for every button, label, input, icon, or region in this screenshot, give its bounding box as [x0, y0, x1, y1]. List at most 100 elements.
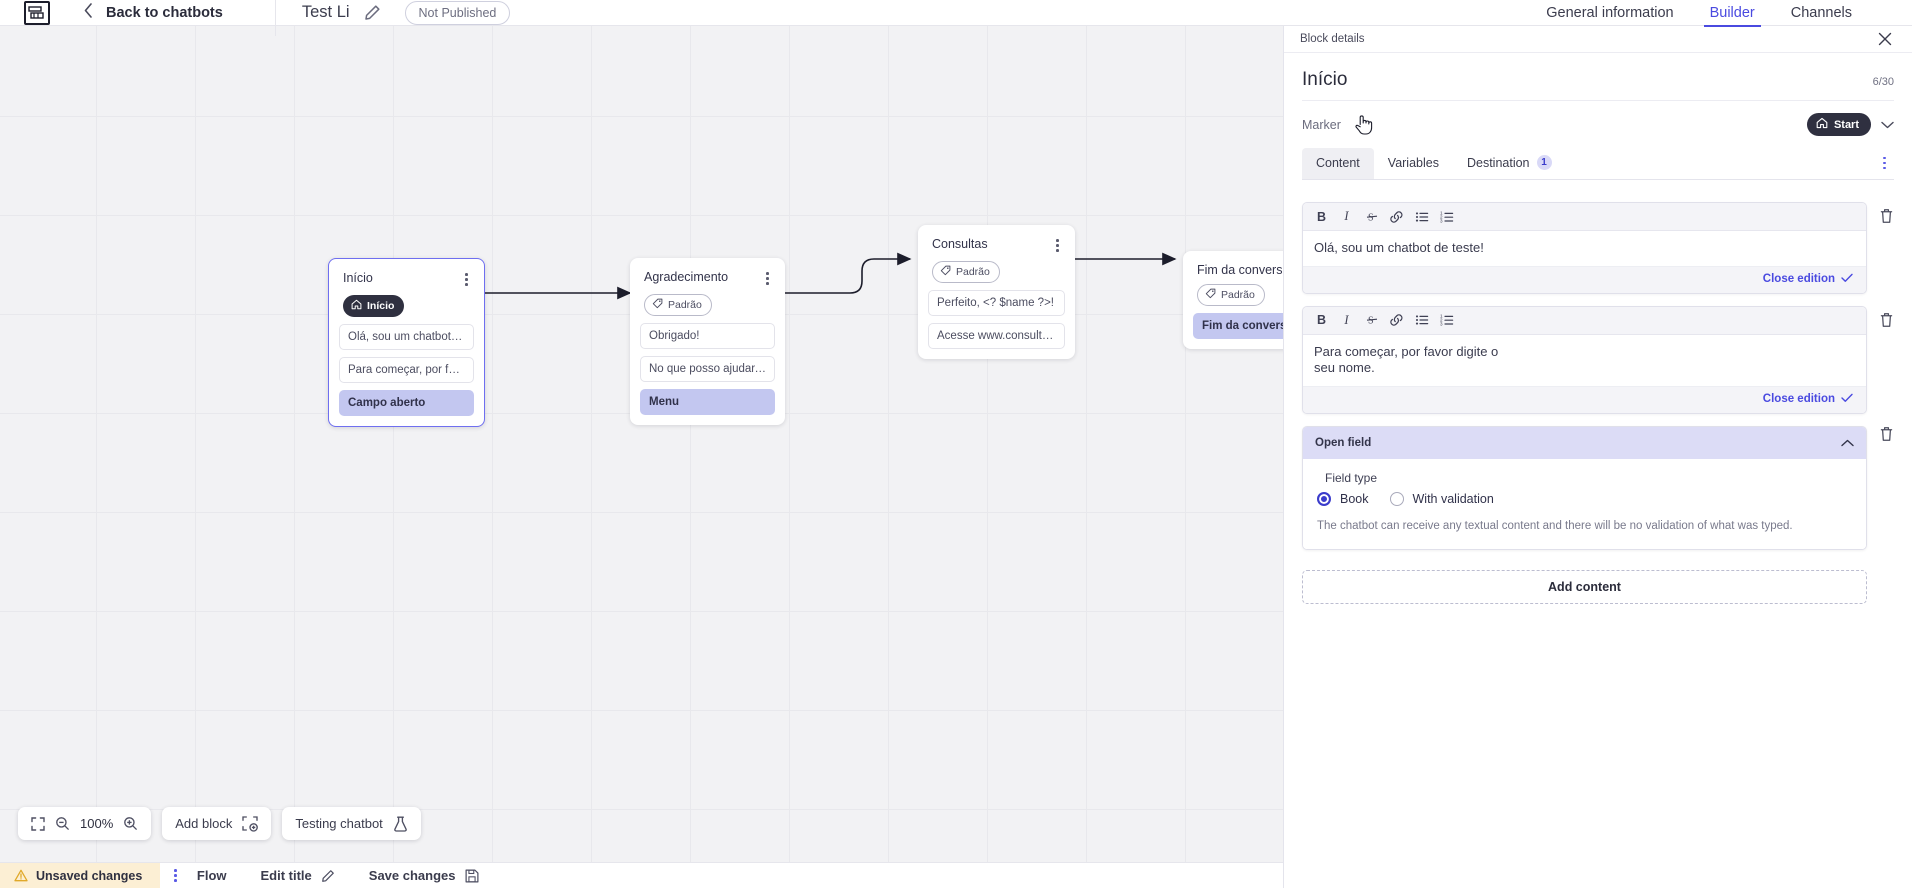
node-menu-button[interactable]	[762, 270, 773, 287]
bold-icon[interactable]: B	[1316, 209, 1327, 224]
close-edition-label: Close edition	[1762, 393, 1835, 406]
back-to-chatbots-link[interactable]: Back to chatbots	[106, 4, 223, 21]
bullet-list-icon[interactable]	[1409, 311, 1434, 330]
flow-node-fim-da-conversa[interactable]: Fim da conversa Padrão Fim da conversa	[1183, 251, 1283, 349]
svg-text:3: 3	[1440, 322, 1443, 327]
panel-body: Início 6/30 Marker Start	[1284, 53, 1912, 605]
node-menu-button[interactable]	[461, 271, 472, 288]
edit-title-label: Edit title	[260, 868, 312, 883]
open-field-header[interactable]: Open field	[1303, 426, 1866, 459]
marker-selector[interactable]: Start	[1806, 113, 1894, 136]
link-icon[interactable]	[1384, 207, 1409, 226]
fit-screen-icon[interactable]	[31, 816, 45, 831]
chevron-up-icon[interactable]	[1841, 434, 1854, 452]
open-field-card: Open field Field type Book	[1302, 425, 1867, 551]
tab-destination[interactable]: Destination 1	[1453, 147, 1566, 179]
radio-label: Book	[1340, 491, 1369, 506]
trash-icon[interactable]	[1879, 306, 1894, 328]
tab-builder[interactable]: Builder	[1692, 0, 1773, 27]
flow-node-consultas[interactable]: Consultas Padrão Perfeito, <? $name ?>! …	[918, 225, 1075, 359]
tab-content[interactable]: Content	[1302, 147, 1374, 179]
pencil-icon	[321, 869, 335, 883]
radio-dot-selected[interactable]	[1317, 491, 1331, 506]
node-item[interactable]: Para começar, por favor digite o ...	[339, 356, 474, 383]
node-marker-label: Padrão	[668, 298, 702, 311]
link-icon[interactable]	[1384, 311, 1409, 330]
svg-text:S: S	[1368, 316, 1374, 327]
field-type-label: Field type	[1325, 470, 1378, 485]
node-marker-label: Padrão	[1221, 289, 1255, 301]
node-item[interactable]: No que posso ajudar, <? $name ...	[640, 355, 775, 382]
radio-dot[interactable]	[1389, 491, 1404, 506]
tab-channels[interactable]: Channels	[1790, 4, 1852, 21]
node-marker-badge: Padrão	[1197, 284, 1265, 306]
top-tab-bar: General information Builder Channels	[1528, 0, 1912, 27]
open-field-description: The chatbot can receive any textual cont…	[1317, 519, 1793, 532]
trash-icon[interactable]	[1879, 202, 1894, 224]
flow-node-inicio[interactable]: Início Início Olá, sou um chatbot de tes…	[328, 258, 485, 427]
node-title: Consultas	[932, 237, 988, 251]
tab-general-information[interactable]: General information	[1546, 4, 1674, 21]
node-item[interactable]: Olá, sou um chatbot de teste!	[339, 323, 474, 350]
italic-icon[interactable]: I	[1344, 312, 1349, 327]
tag-icon	[1205, 288, 1216, 302]
tab-variables[interactable]: Variables	[1374, 148, 1453, 179]
trash-icon[interactable]	[1879, 426, 1894, 442]
close-edition-button[interactable]: Close edition	[1763, 273, 1853, 286]
strikethrough-icon[interactable]: S	[1359, 207, 1384, 226]
tab-content-label: Content	[1316, 155, 1360, 170]
panel-menu-button[interactable]	[1875, 151, 1894, 176]
chevron-left-icon[interactable]	[84, 3, 93, 22]
add-content-button[interactable]: Add content	[1302, 570, 1867, 605]
open-field-block: Open field Field type Book	[1302, 425, 1894, 551]
tab-variables-label: Variables	[1387, 155, 1439, 170]
character-counter: 6/30	[1872, 76, 1894, 88]
edit-title-button[interactable]: Edit title	[261, 868, 335, 883]
flow-canvas[interactable]: Início Início Olá, sou um chatbot de tes…	[0, 26, 1283, 862]
svg-text:2: 2	[1440, 214, 1443, 219]
node-item[interactable]: Menu	[640, 388, 775, 415]
close-icon[interactable]	[1878, 32, 1892, 46]
chevron-down-icon[interactable]	[1881, 121, 1894, 129]
radio-option-with-validation[interactable]: With validation	[1389, 491, 1494, 506]
testing-chatbot-button[interactable]: Testing chatbot	[282, 807, 421, 840]
marker-value: Start	[1833, 118, 1859, 131]
flow-node-agradecimento[interactable]: Agradecimento Padrão Obrigado! No que po…	[630, 258, 785, 425]
zoom-controls[interactable]: 100%	[18, 807, 152, 840]
block-title-row: Início 6/30	[1302, 53, 1894, 101]
warning-triangle-icon	[14, 869, 28, 882]
unsaved-changes-label: Unsaved changes	[36, 868, 143, 883]
top-bar: Back to chatbots Test Li Not Published G…	[0, 0, 1912, 36]
node-item[interactable]: Obrigado!	[640, 322, 775, 349]
save-changes-button[interactable]: Save changes	[369, 868, 479, 883]
zoom-out-icon[interactable]	[55, 816, 70, 831]
strikethrough-icon[interactable]: S	[1359, 311, 1384, 330]
zoom-in-icon[interactable]	[123, 816, 138, 831]
editor-text[interactable]: Para começar, por favor digite o seu nom…	[1303, 334, 1533, 386]
pencil-icon[interactable]	[364, 4, 381, 21]
close-edition-button[interactable]: Close edition	[1763, 393, 1853, 406]
bullet-list-icon[interactable]	[1409, 207, 1434, 226]
editor-text[interactable]: Olá, sou um chatbot de teste!	[1303, 231, 1866, 266]
bold-icon[interactable]: B	[1316, 313, 1327, 328]
add-block-button[interactable]: Add block	[162, 807, 272, 840]
node-item[interactable]: Acesse www.consultas.com par...	[928, 322, 1065, 349]
node-item[interactable]: Perfeito, <? $name ?>!	[928, 289, 1065, 316]
node-marker-badge: Início	[343, 294, 405, 317]
marker-start-badge[interactable]: Start	[1806, 113, 1871, 136]
node-item[interactable]: Fim da conversa	[1193, 313, 1283, 339]
radio-option-book[interactable]: Book	[1317, 491, 1369, 506]
tag-icon	[652, 298, 663, 312]
node-item[interactable]: Campo aberto	[339, 389, 474, 416]
status-menu-button[interactable]	[174, 869, 177, 882]
node-menu-button[interactable]	[1052, 237, 1063, 254]
node-header: Fim da conversa	[1193, 261, 1283, 277]
page-title: Início	[1302, 69, 1348, 90]
block-details-panel: Block details Início 6/30 Marker Start	[1283, 26, 1912, 888]
italic-icon[interactable]: I	[1344, 209, 1349, 223]
flow-button[interactable]: Flow	[197, 868, 227, 883]
